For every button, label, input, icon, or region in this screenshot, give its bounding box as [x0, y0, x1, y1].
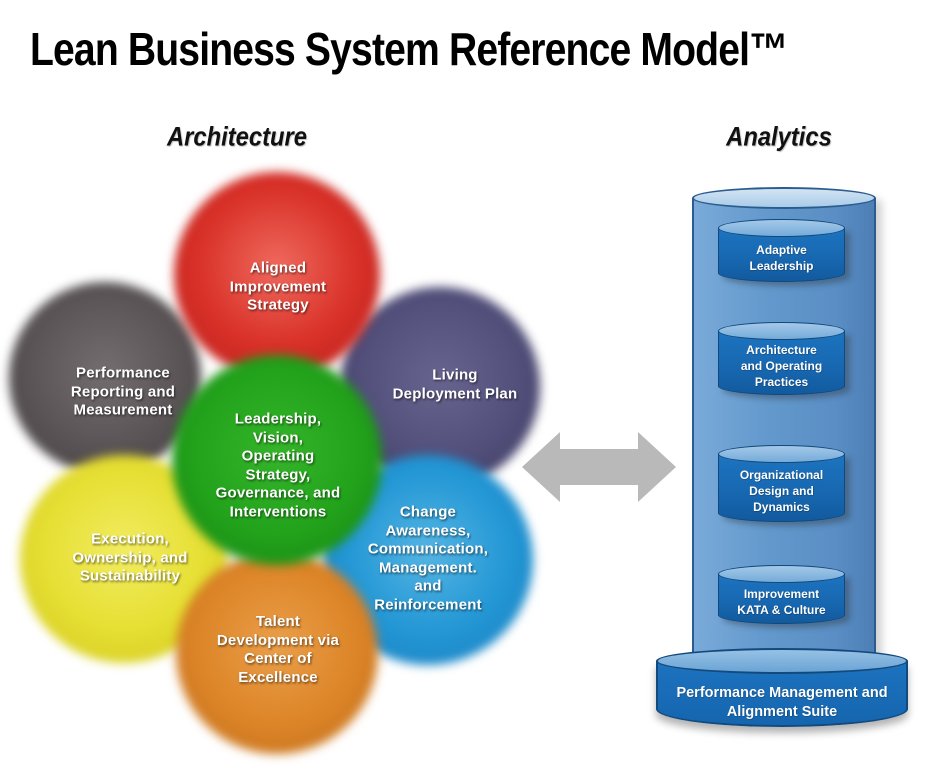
module-adaptive-leadership: Adaptive Leadership [718, 228, 845, 282]
circle-talent-development [176, 552, 378, 754]
module-organizational-design-dynamics-top [718, 445, 845, 463]
module-organizational-design-dynamics: Organizational Design and Dynamics [718, 454, 845, 522]
module-adaptive-leadership-top [718, 219, 845, 237]
circle-leadership-vision-center [172, 355, 382, 565]
module-architecture-operating-practices: Architecture and Operating Practices [718, 331, 845, 395]
base-pedestal-top [656, 648, 908, 674]
analytics-heading: Analytics [726, 121, 832, 152]
circle-label-performance-reporting-and-measurement: Performance Reporting and Measurement [70, 364, 176, 419]
module-label-adaptive-leadership: Adaptive Leadership [749, 243, 814, 273]
circle-aligned-improvement-strategy [174, 172, 380, 378]
circle-label-leadership-vision: Leadership, Vision, Operating Strategy, … [215, 410, 341, 521]
bidirectional-arrow-icon [522, 432, 676, 502]
module-label-organizational-design-dynamics: Organizational Design and Dynamics [739, 468, 824, 514]
module-architecture-operating-practices-top [718, 322, 845, 340]
circle-performance-reporting-and-measurement [9, 282, 201, 474]
module-label-improvement-kata-culture: Improvement KATA & Culture [737, 587, 826, 617]
circle-label-execution-ownership-sustainability: Execution, Ownership, and Sustainability [72, 530, 188, 585]
circle-label-living-deployment-plan: Living Deployment Plan [392, 366, 518, 403]
analytics-container-cylinder-top [692, 187, 876, 209]
circle-label-aligned-improvement-strategy: Aligned Improvement Strategy [229, 259, 327, 314]
page-title: Lean Business System Reference Model™ [30, 23, 788, 75]
module-improvement-kata-culture-top [718, 565, 845, 583]
architecture-heading: Architecture [167, 121, 307, 152]
base-pedestal-label: Performance Management and Alignment Sui… [676, 685, 888, 720]
circle-label-talent-development: Talent Development via Center of Excelle… [216, 613, 340, 686]
module-label-architecture-operating-practices: Architecture and Operating Practices [740, 343, 823, 389]
circle-label-change-awareness: Change Awareness, Communication, Managem… [367, 503, 489, 614]
